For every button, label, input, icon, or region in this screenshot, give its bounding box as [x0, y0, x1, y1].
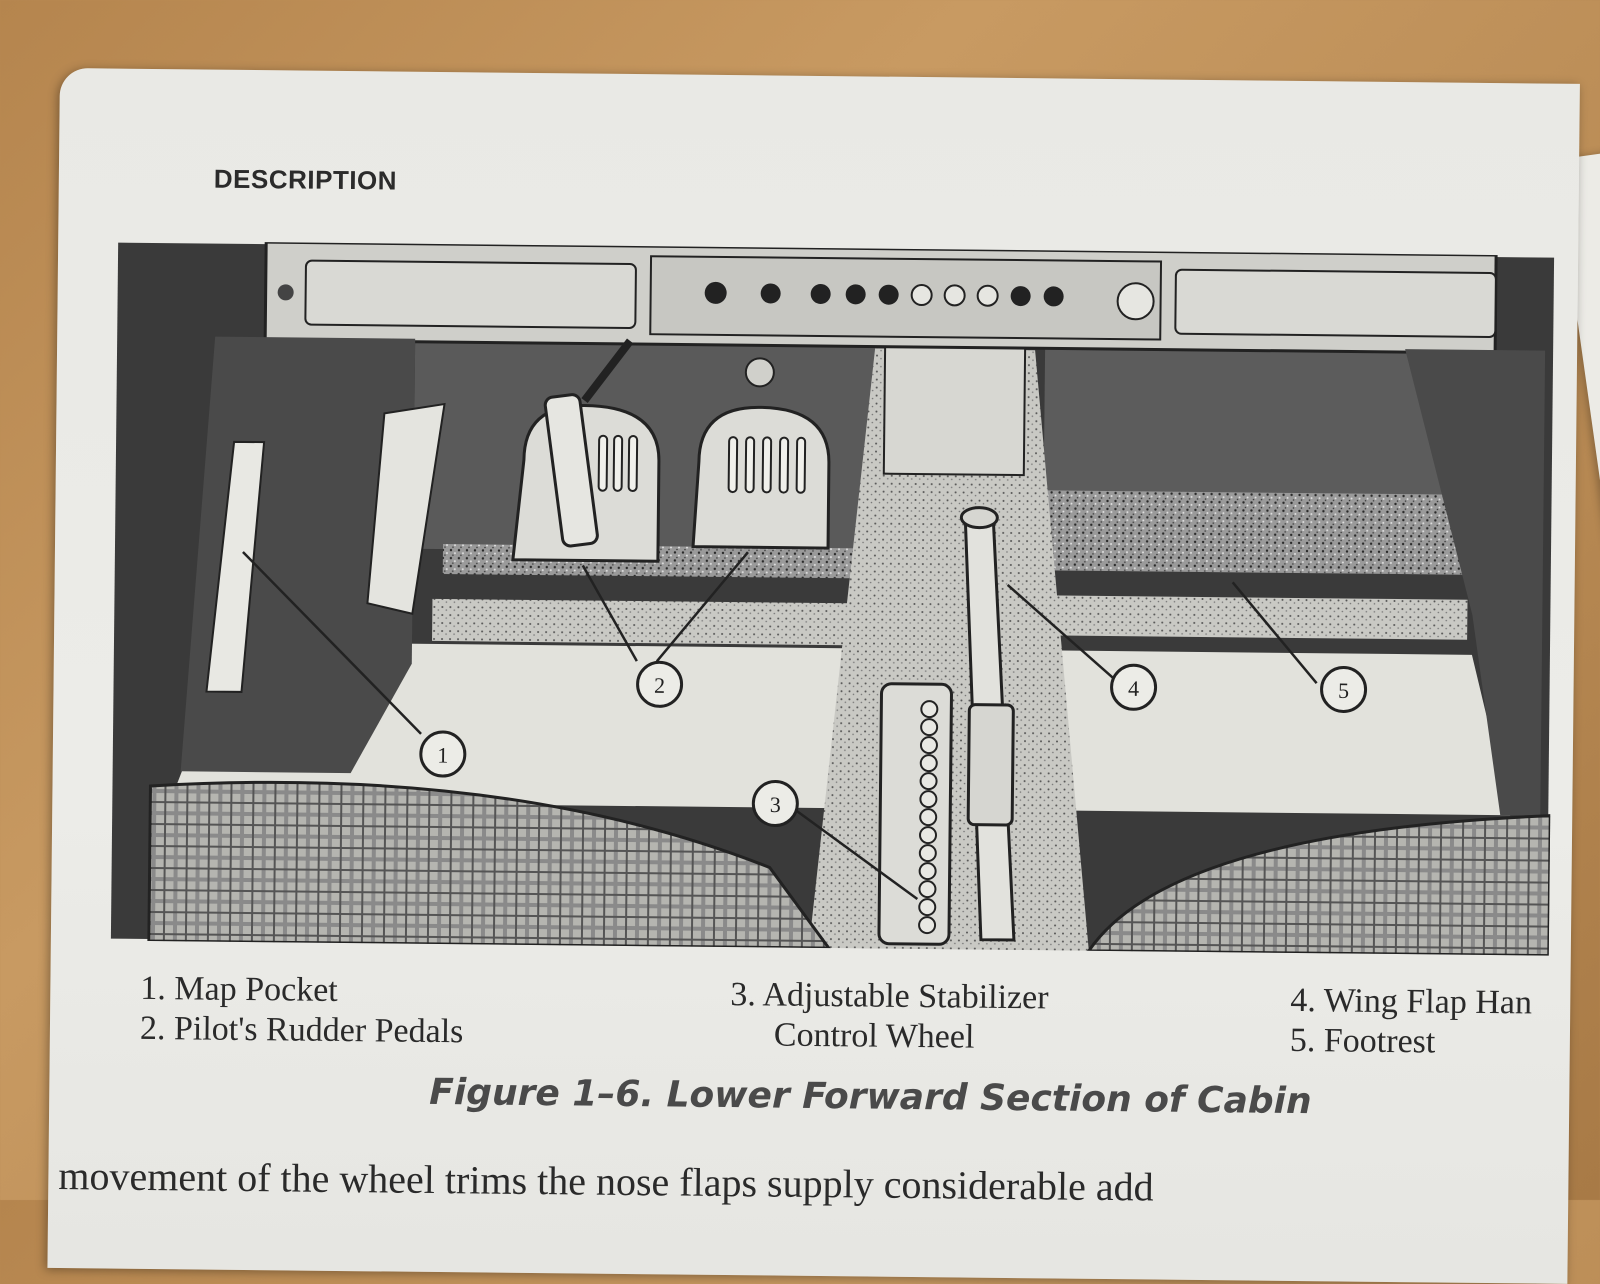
rudder-pedal-right [691, 357, 831, 550]
legend-item-2: 2. Pilot's Rudder Pedals [139, 1009, 464, 1051]
legend-item-3: 3. Adjustable Stabilizer [730, 976, 1049, 1017]
svg-text:1: 1 [437, 742, 448, 767]
svg-text:2: 2 [654, 673, 665, 698]
callout-2: 2 [636, 660, 684, 708]
legend-item-1: 1. Map Pocket [140, 969, 338, 1009]
figure-title: Figure 1–6. Lower Forward Section of Cab… [429, 1071, 1312, 1123]
body-text-fragment: movement of the wheel trims the nose fla… [58, 1153, 1154, 1210]
legend-item-4: 4. Wing Flap Han [1290, 981, 1533, 1022]
callout-1: 1 [419, 730, 467, 778]
cabin-illustration: 1 2 3 4 5 [109, 240, 1556, 956]
svg-text:5: 5 [1338, 678, 1349, 703]
legend-item-5: 5. Footrest [1289, 1021, 1436, 1061]
manual-page: DESCRIPTION [47, 68, 1580, 1284]
callout-5: 5 [1320, 665, 1368, 713]
callout-4: 4 [1110, 663, 1158, 711]
rudder-pedal-left [511, 338, 661, 563]
callout-3: 3 [751, 780, 799, 828]
legend-item-3-continued: Control Wheel [773, 1016, 975, 1056]
figure-legend: 1. Map Pocket 2. Pilot's Rudder Pedals 3… [140, 969, 1580, 1074]
svg-text:4: 4 [1128, 676, 1139, 701]
section-header: DESCRIPTION [213, 163, 398, 196]
svg-text:3: 3 [770, 792, 781, 817]
